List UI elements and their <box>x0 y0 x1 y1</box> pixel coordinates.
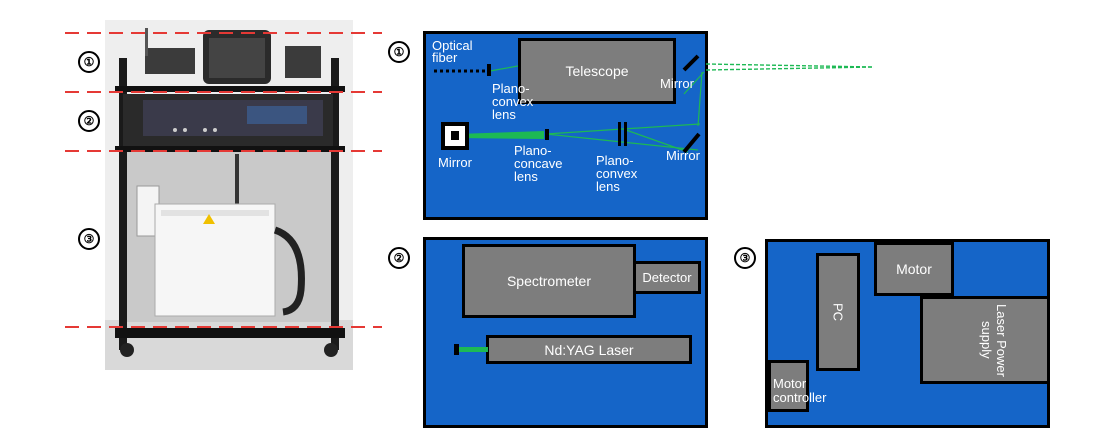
detector: Detector <box>633 261 701 294</box>
plano-convex-bottom-label: Plano-convex lens <box>596 153 638 194</box>
guide-lines <box>65 32 382 328</box>
mirror-bottom-shape <box>682 132 701 154</box>
marker-2: ② <box>388 247 410 269</box>
marker-3-left: ③ <box>78 228 100 250</box>
plano-concave-label: Plano-concave lens <box>514 143 563 184</box>
plano-convex-lens-bottom-shape-a <box>618 122 621 146</box>
laser-output-beam <box>454 344 488 355</box>
marker-1: ① <box>388 41 410 63</box>
laser-beam <box>456 131 544 139</box>
motor-controller: Motor controller <box>768 360 826 412</box>
instrument-photo-drawing <box>105 20 353 370</box>
pc: PC <box>816 253 860 371</box>
plano-concave-lens-shape <box>545 129 549 140</box>
telescope: Telescope <box>518 38 676 104</box>
mirror-left-shape <box>441 122 469 150</box>
nd-yag-laser: Nd:YAG Laser <box>486 335 692 364</box>
motor-controller-label: Motor controller <box>773 376 827 405</box>
spectrometer: Spectrometer <box>462 244 636 318</box>
mirror-bottom-label: Mirror <box>666 148 700 163</box>
pc-label: PC <box>830 302 846 322</box>
marker-1-left: ① <box>78 51 100 73</box>
outgoing-beam <box>706 63 875 71</box>
instrument-photo <box>105 20 353 370</box>
mirror-top-label: Mirror <box>660 76 694 91</box>
marker-2-left: ② <box>78 110 100 132</box>
plano-convex-lens-bottom-shape-b <box>624 122 627 146</box>
plano-convex-lens-top-shape <box>487 64 491 76</box>
laser-power-supply: Laser Power supply <box>920 296 1050 384</box>
panel1-beam-drawing <box>434 54 705 154</box>
plano-convex-top-label: Plano-convex lens <box>492 81 534 122</box>
panel-spectrometer-laser: Spectrometer Detector Nd:YAG Laser <box>423 237 708 428</box>
panel-optical-head: Telescope Optical fiber Plano-convex len… <box>423 31 708 220</box>
panel-control-power: Motor PC Laser Power supply Motor contro… <box>765 239 1050 428</box>
marker-3: ③ <box>734 247 756 269</box>
mirror-left-label: Mirror <box>438 155 472 170</box>
mirror-top-shape <box>682 54 700 72</box>
laser-power-supply-label: Laser Power supply <box>979 303 1009 377</box>
optical-fiber-label: Optical fiber <box>432 38 473 65</box>
motor: Motor <box>874 242 954 296</box>
